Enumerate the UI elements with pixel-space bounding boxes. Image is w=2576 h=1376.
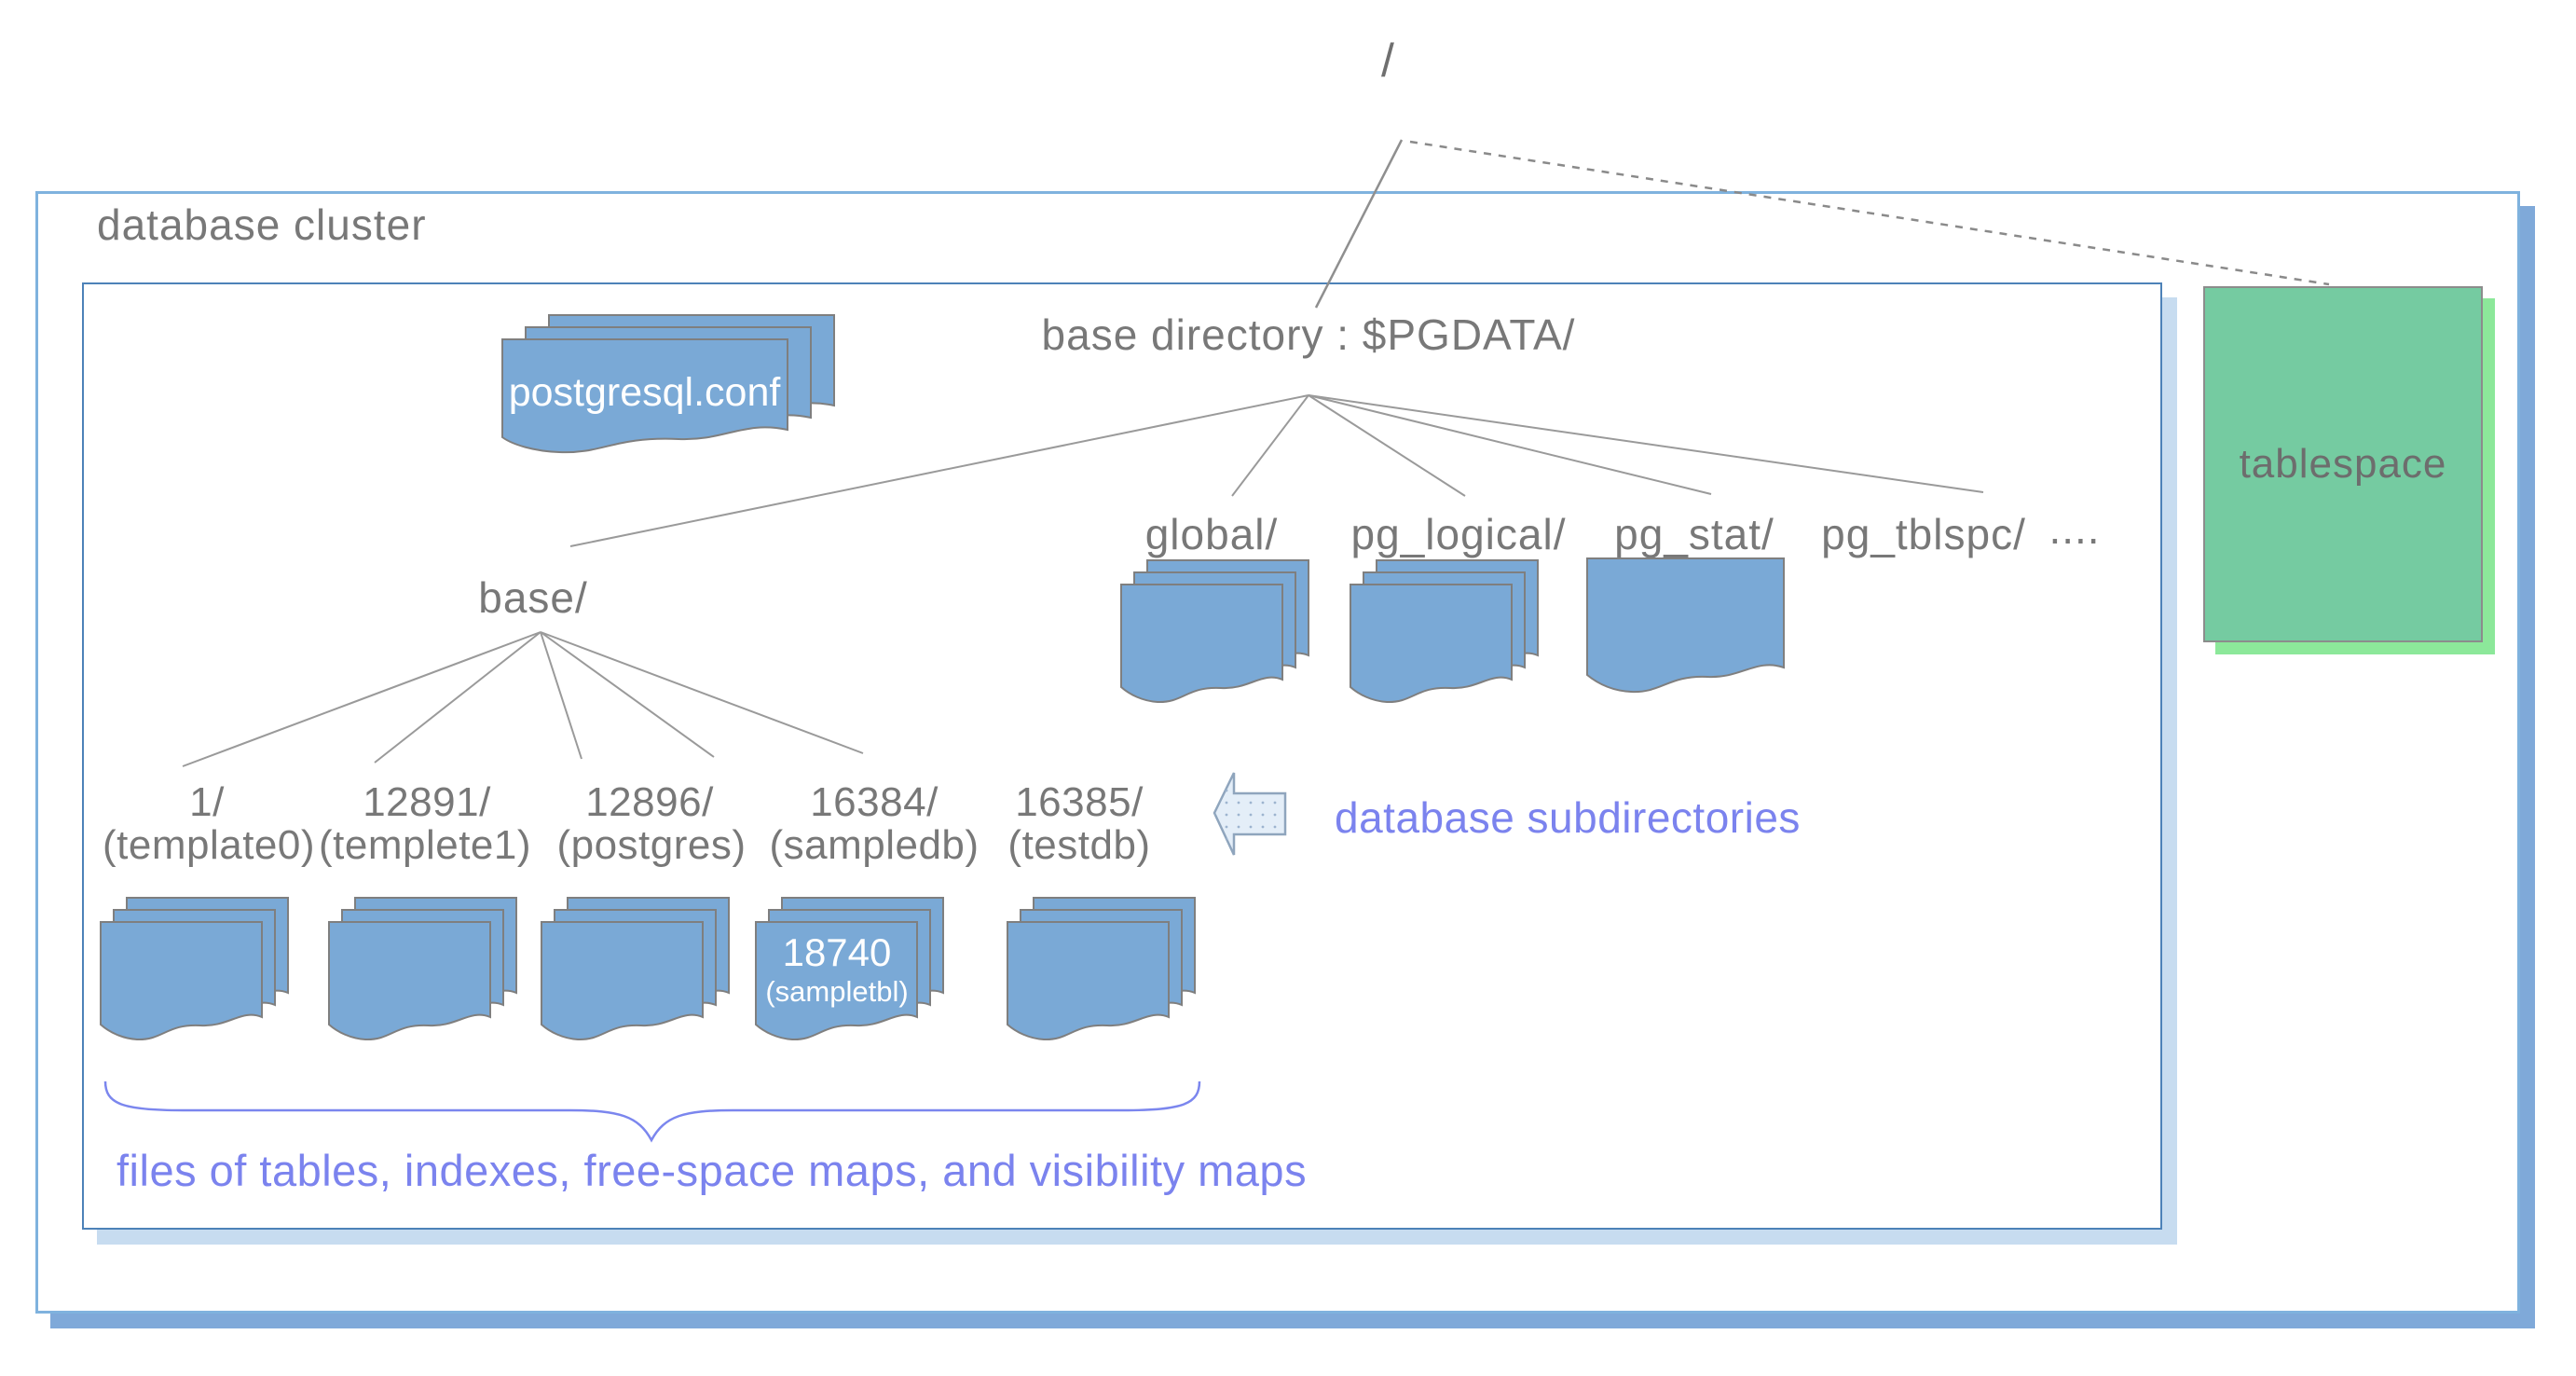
table-file-name: (sampletbl): [765, 975, 909, 1009]
document-icon: [328, 921, 491, 1041]
subdir-name-postgres: (postgres): [556, 822, 747, 868]
base-directory-box: [82, 282, 2162, 1230]
postgresql-conf-stack: postgresql.conf: [501, 314, 837, 463]
document-icon: [100, 921, 263, 1041]
dir-label-ellipsis: ....: [2048, 504, 2101, 553]
postgres-file-stack: [541, 897, 731, 1046]
subdir-name-template0: (template0): [102, 822, 316, 868]
database-cluster-title: database cluster: [97, 200, 427, 249]
template0-file-stack: [100, 897, 290, 1046]
subdirs-annotation: database subdirectories: [1335, 793, 1801, 842]
sampledb-file-stack: [755, 897, 945, 1046]
pg-logical-doc-stack: [1350, 559, 1540, 709]
subdir-oid-16385: 16385/: [1015, 779, 1144, 825]
testdb-file-stack: [1007, 897, 1197, 1046]
tablespace-label: tablespace: [2239, 441, 2447, 487]
subdir-oid-12896: 12896/: [585, 779, 714, 825]
document-icon: [1120, 584, 1283, 704]
subdir-name-sampledb: (sampledb): [769, 822, 980, 868]
table-file-label: 18740 (sampletbl): [755, 930, 919, 1009]
subdir-oid-16384: 16384/: [810, 779, 939, 825]
files-annotation: files of tables, indexes, free-space map…: [116, 1146, 1308, 1195]
dir-label-pg-logical: pg_logical/: [1350, 510, 1567, 558]
subdir-name-testdb: (testdb): [1007, 822, 1151, 868]
pg-stat-document-icon: [1586, 557, 1785, 694]
base-directory-title: base directory : $PGDATA/: [1041, 310, 1576, 359]
database-cluster-box: [35, 191, 2520, 1314]
dir-label-pg-stat: pg_stat/: [1614, 510, 1774, 558]
tablespace-box: tablespace: [2203, 286, 2483, 642]
document-icon: [1007, 921, 1170, 1041]
subdir-name-templete1: (templete1): [318, 822, 532, 868]
filesystem-root-label: /: [1381, 34, 1394, 87]
dir-label-global: global/: [1144, 510, 1279, 558]
dir-label-base: base/: [478, 573, 588, 622]
global-doc-stack: [1120, 559, 1310, 709]
subdir-oid-12891: 12891/: [363, 779, 491, 825]
document-icon: [541, 921, 704, 1041]
subdir-oid-1: 1/: [189, 779, 225, 825]
postgresql-conf-label: postgresql.conf: [508, 370, 781, 415]
dir-label-pg-tblspc: pg_tblspc/: [1821, 510, 2026, 558]
document-icon: [755, 921, 918, 1041]
document-icon: [1350, 584, 1513, 704]
table-file-oid: 18740: [782, 930, 892, 974]
templete1-file-stack: [328, 897, 518, 1046]
